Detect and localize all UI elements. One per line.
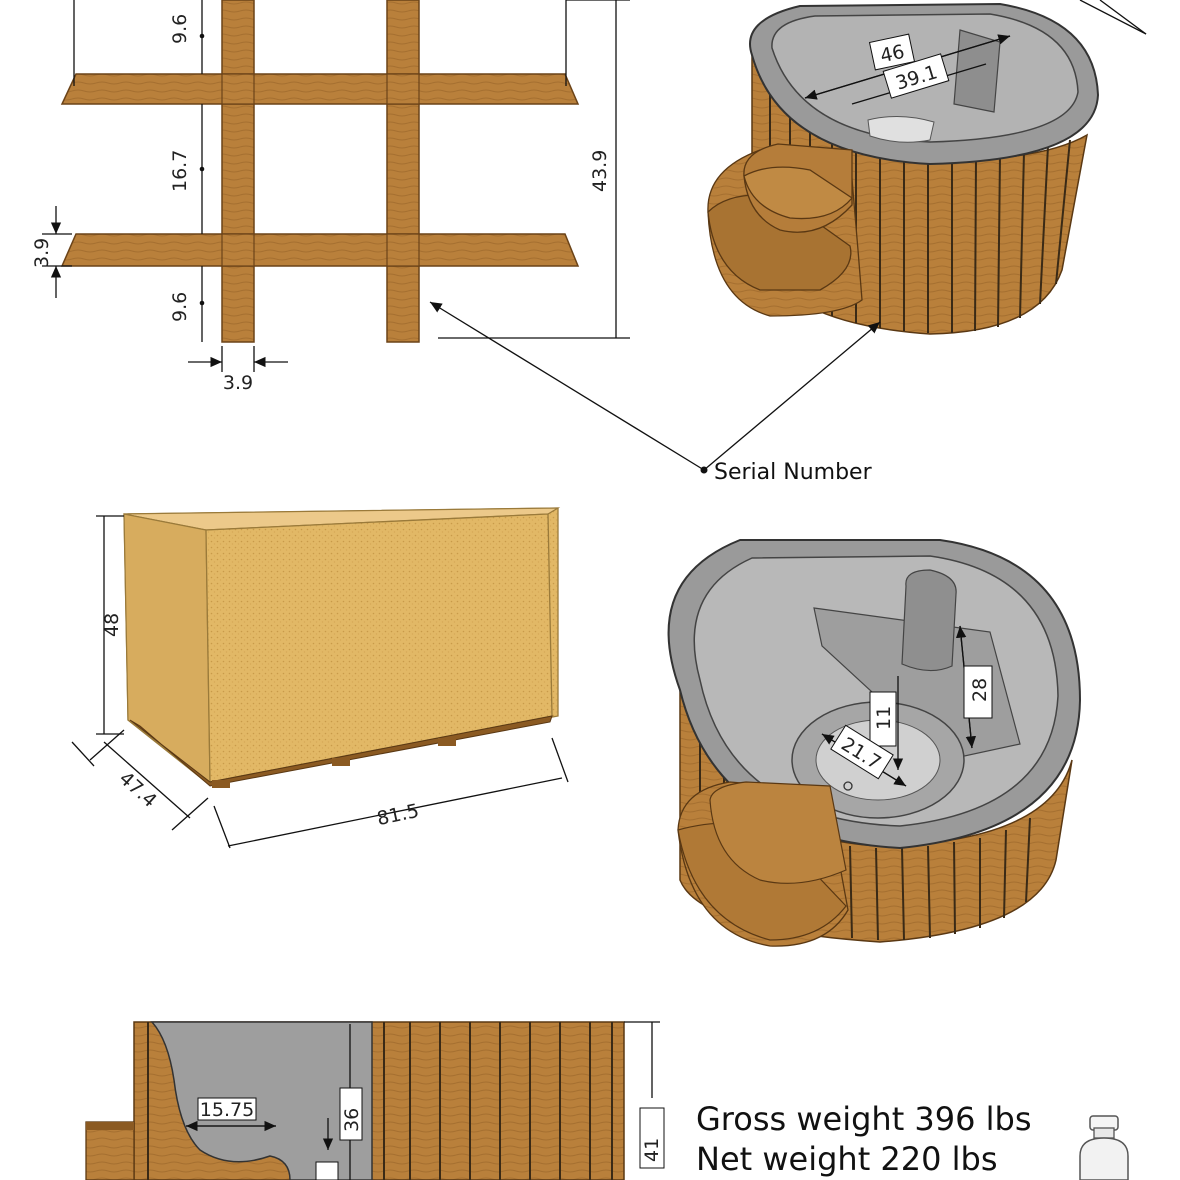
- overall-height-label: 41: [641, 1138, 663, 1162]
- seat-to-rim-label: 36: [341, 1108, 363, 1132]
- mid-gap-label: 16.7: [169, 150, 191, 192]
- right-post: [386, 0, 420, 343]
- beam-thickness-label: 3.9: [31, 238, 53, 268]
- weight-icon: [1079, 1115, 1129, 1180]
- serial-number-callout: Serial Number: [429, 301, 881, 485]
- serial-number-label: Serial Number: [714, 460, 873, 485]
- bottom-gap-label: 9.6: [169, 292, 191, 322]
- tub-exterior-view: 46 39.1: [707, 0, 1147, 335]
- frame-view: 9.6 16.7 9.6 3.9 3.9 43.9: [31, 0, 630, 394]
- total-height-label: 43.9: [589, 150, 611, 192]
- net-weight: Net weight 220 lbs: [696, 1140, 998, 1178]
- seat-height-label: 11: [873, 706, 895, 730]
- top-gap-label: 9.6: [169, 14, 191, 44]
- weights-block: Gross weight 396 lbs Net weight 220 lbs: [696, 1100, 1129, 1180]
- seat-depth-label: 15.75: [200, 1099, 254, 1121]
- bottom-crossbeam: [60, 233, 580, 267]
- outer-width-label: 46: [878, 41, 906, 68]
- crate-depth-label: 47.4: [115, 767, 161, 812]
- post-width-label: 3.9: [223, 372, 253, 394]
- top-crossbeam: [60, 73, 580, 105]
- crate-height-label: 48: [101, 613, 123, 637]
- gross-weight: Gross weight 396 lbs: [696, 1100, 1032, 1138]
- tub-interior-view: 28 11 21.7: [667, 539, 1082, 947]
- section-view: 15.75 36 41: [85, 1021, 665, 1180]
- crate-length-label: 81.5: [375, 800, 421, 830]
- bench-length-label: 28: [969, 678, 991, 702]
- left-post: [221, 0, 255, 343]
- crate-view: 48 47.4 81.5: [71, 507, 569, 849]
